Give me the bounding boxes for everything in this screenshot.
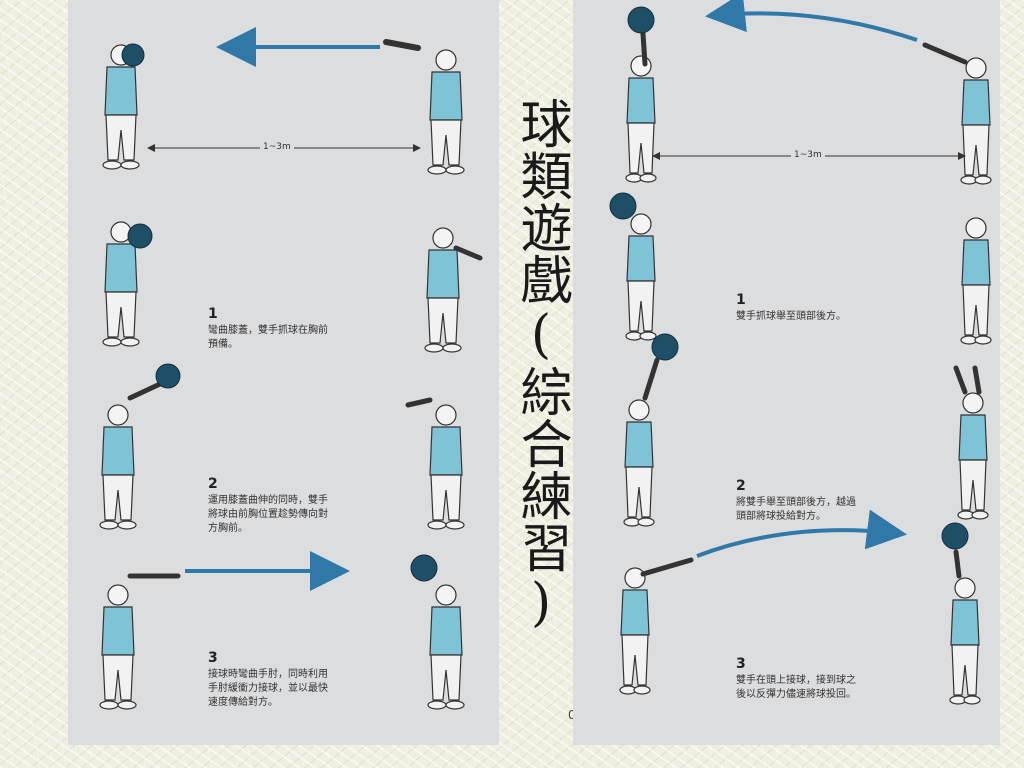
row-0-figures <box>102 27 465 175</box>
row-3-figures <box>99 551 465 710</box>
step-text: 雙手抓球舉至頭部後方。 <box>736 311 846 322</box>
ball-icon <box>609 192 637 220</box>
step-number: 3 <box>208 650 218 666</box>
step-text: 雙手在頭上接球，接到球之 後以反彈力儘速將球投回。 <box>736 675 856 700</box>
page-title: 球類遊戲(綜合練習) <box>511 97 571 633</box>
step-number: 1 <box>208 306 218 322</box>
step-number: 2 <box>736 478 746 494</box>
step-2: 2 將雙手舉至頭部後方，越過 頭部將球投給對方。 <box>736 478 856 524</box>
step-3: 3 接球時彎曲手肘，同時利用 手肘緩衝力接球，並以最快 速度傳給對方。 <box>208 650 328 710</box>
ball-icon <box>155 363 181 389</box>
row-1-figures <box>609 192 992 345</box>
left-panel-chest-pass: 1~3m 1 彎曲膝蓋，雙手抓球在胸前 預備。 2 運用膝蓋曲伸的同時，雙手 將… <box>68 0 499 745</box>
step-number: 2 <box>208 476 218 492</box>
right-panel-overhead-pass: 1~3m 1 雙手抓球舉至頭部後方。 2 將雙手舉至頭部後方，越過 頭部將球投給… <box>573 0 1000 745</box>
ball-icon <box>627 6 655 34</box>
row-3-figures <box>619 509 981 705</box>
ball-icon <box>127 223 153 249</box>
row-2-figures <box>99 363 465 530</box>
pass-direction-arrow <box>705 0 918 42</box>
step-number: 3 <box>736 656 746 672</box>
row-2-figures <box>623 333 989 527</box>
ball-icon <box>121 43 145 67</box>
step-text: 將雙手舉至頭部後方，越過 頭部將球投給對方。 <box>736 497 856 522</box>
step-3: 3 雙手在頭上接球，接到球之 後以反彈力儘速將球投回。 <box>736 656 856 702</box>
chest-pass-illustrations <box>99 27 483 710</box>
row-1-figures <box>102 221 483 353</box>
step-number: 1 <box>736 292 746 308</box>
step-1: 1 雙手抓球舉至頭部後方。 <box>736 292 846 324</box>
ball-icon <box>651 333 679 361</box>
step-text: 運用膝蓋曲伸的同時，雙手 將球由前胸位置趁勢傳向對 方胸前。 <box>208 495 328 534</box>
overhead-pass-illustrations <box>609 0 992 705</box>
step-2: 2 運用膝蓋曲伸的同時，雙手 將球由前胸位置趁勢傳向對 方胸前。 <box>208 476 328 536</box>
distance-label: 1~3m <box>791 150 825 160</box>
step-1: 1 彎曲膝蓋，雙手抓球在胸前 預備。 <box>208 306 328 352</box>
pass-direction-arrow <box>696 509 907 558</box>
ball-icon <box>410 554 438 582</box>
step-text: 彎曲膝蓋，雙手抓球在胸前 預備。 <box>208 325 328 350</box>
ball-icon <box>941 522 969 550</box>
step-text: 接球時彎曲手肘，同時利用 手肘緩衝力接球，並以最快 速度傳給對方。 <box>208 669 328 708</box>
distance-label: 1~3m <box>260 142 294 152</box>
page-number: 0 <box>568 708 576 722</box>
